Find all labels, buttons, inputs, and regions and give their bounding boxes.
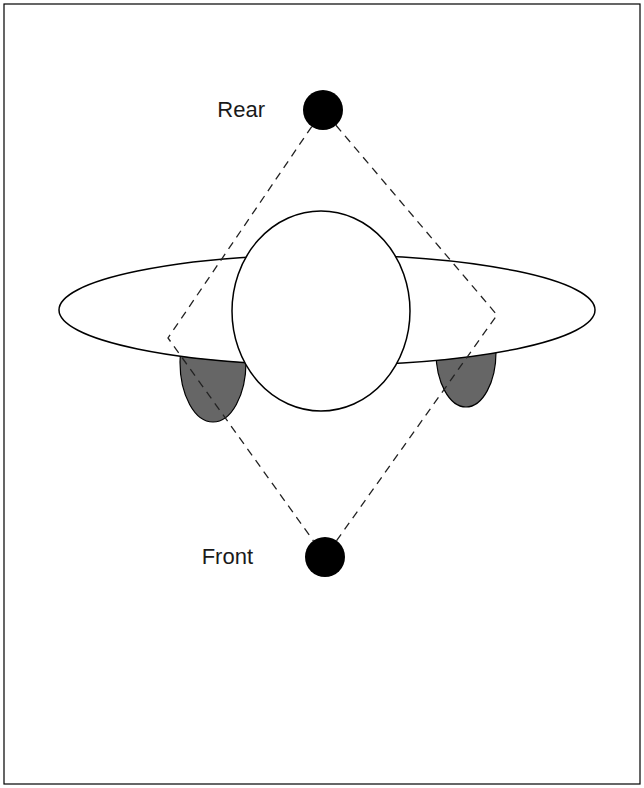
position-label: Front [202, 545, 253, 569]
speaker-dot: Rear [303, 90, 343, 130]
frame-border [4, 4, 640, 784]
position-label: Rear [217, 98, 265, 122]
head-circle [232, 211, 410, 411]
speaker-dot: Front [305, 537, 345, 577]
